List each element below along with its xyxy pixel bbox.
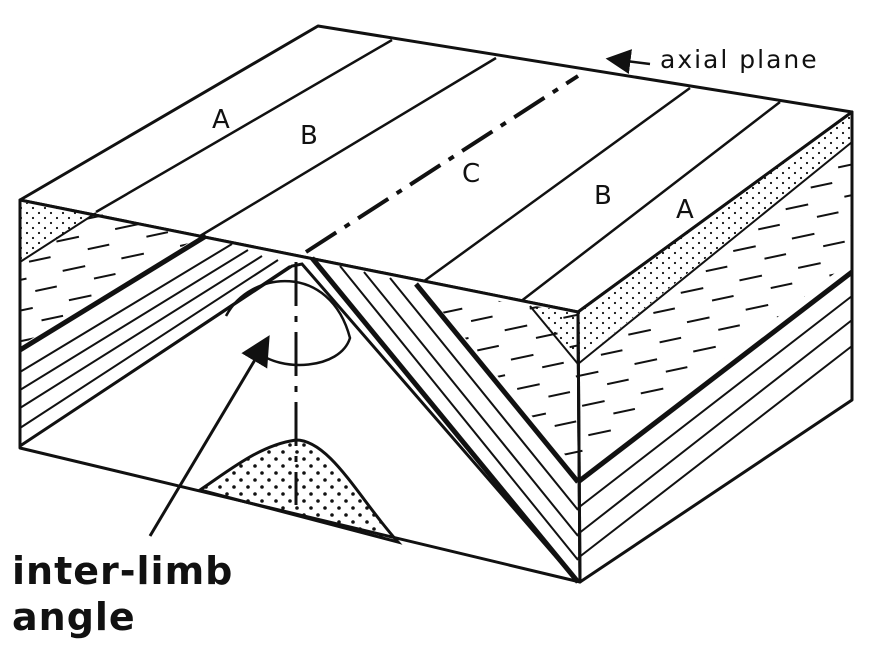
front-face xyxy=(18,198,582,584)
bed-label-a-right: A xyxy=(676,195,694,225)
bed-boundary-line xyxy=(529,305,579,365)
inter-limb-angle-arc xyxy=(224,279,352,367)
bed-boundary-line xyxy=(95,38,393,214)
block-corner-edge xyxy=(576,311,582,583)
shale-bed xyxy=(424,290,578,470)
bed-boundary-line xyxy=(310,256,580,584)
stippled-bed xyxy=(578,112,852,362)
axial-plane-arrow xyxy=(605,49,651,74)
axial-plane-label: axial plane xyxy=(660,45,819,74)
bed-boundary-line xyxy=(19,212,97,263)
right-limb-layers xyxy=(339,265,579,561)
bed-label-a-left: A xyxy=(212,105,230,135)
bed-label-b-left: B xyxy=(300,121,318,151)
bed-label-b-right: B xyxy=(594,181,612,211)
bed-boundary-line xyxy=(414,282,580,484)
inter-limb-angle-label-line1: inter-limb xyxy=(12,549,233,593)
axial-trace-line xyxy=(304,74,580,254)
bed-boundary-line xyxy=(18,233,208,353)
bed-boundary-line xyxy=(419,86,691,286)
bed-boundary-line xyxy=(576,270,854,484)
stippled-bed xyxy=(20,202,96,262)
inter-limb-angle-arrow xyxy=(148,335,270,537)
right-side-face xyxy=(576,110,854,584)
bed-boundary-line xyxy=(199,56,497,238)
shale-bed xyxy=(578,142,852,470)
stippled-core xyxy=(196,438,403,545)
inter-limb-angle-label-line2: angle xyxy=(12,595,136,639)
shale-bed xyxy=(20,213,200,346)
bed-label-c-center: C xyxy=(462,159,480,189)
bed-boundary-line xyxy=(519,101,781,303)
right-face-layers xyxy=(577,295,853,559)
stippled-bed xyxy=(532,306,578,362)
